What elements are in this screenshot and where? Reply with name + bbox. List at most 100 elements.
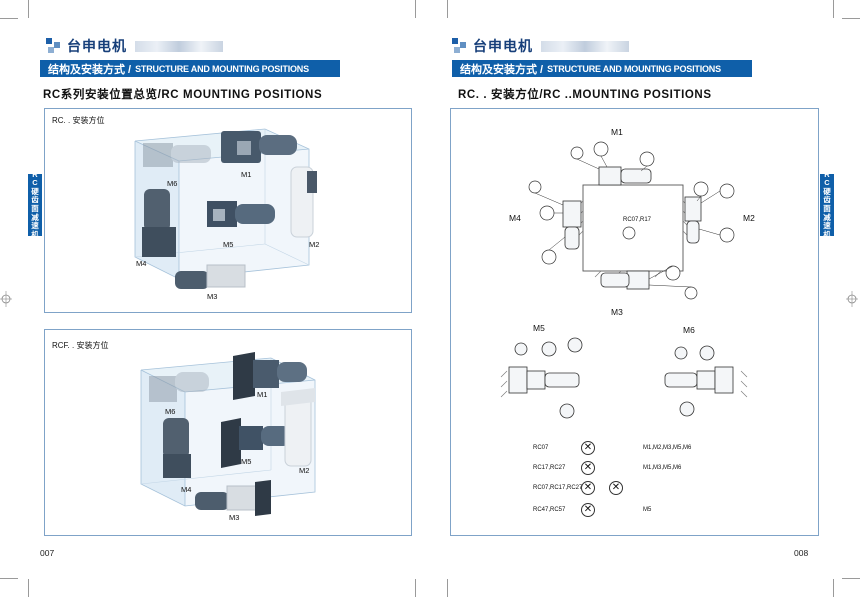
position-label-m6: M6 bbox=[683, 325, 695, 335]
mounting-panel-rcf: RCF. . 安装方位 bbox=[44, 329, 412, 536]
gearmotor-m6 bbox=[149, 372, 209, 402]
gearmotor-m5-detail bbox=[508, 337, 583, 419]
crop-mark bbox=[447, 579, 448, 597]
crop-mark bbox=[28, 0, 29, 18]
page-subtitle: RC系列安装位置总览/RC MOUNTING POSITIONS bbox=[43, 89, 323, 101]
crossed-indicator-icon: ✕ bbox=[581, 503, 595, 517]
position-indicator-icon bbox=[570, 146, 584, 160]
position-indicator-icon bbox=[719, 227, 735, 243]
brand-header: 台申电机 bbox=[46, 36, 223, 56]
position-label-m4: M4 bbox=[181, 485, 191, 494]
gearmotor-m6-detail bbox=[664, 345, 734, 417]
right-page: 台申电机 结构及安装方式 / STRUCTURE AND MOUNTING PO… bbox=[430, 0, 860, 597]
brand-logo-icon bbox=[452, 38, 468, 54]
crop-mark bbox=[842, 578, 860, 579]
section-title-cn: 结构及安装方式 / bbox=[460, 63, 544, 76]
section-title-en: STRUCTURE AND MOUNTING POSITIONS bbox=[547, 63, 721, 74]
gearmotor-m1 bbox=[233, 352, 307, 400]
legend-row: RC07 ✕ M1,M2,M3,M5,M6 bbox=[533, 441, 773, 461]
gearmotor-m2 bbox=[290, 166, 317, 238]
position-indicator-icon bbox=[539, 205, 555, 221]
position-label-m3: M3 bbox=[229, 513, 239, 522]
left-page: 台申电机 结构及安装方式 / STRUCTURE AND MOUNTING PO… bbox=[28, 36, 412, 558]
mounting-cube-illustration: M1 M6 M2 M5 M4 M3 bbox=[134, 128, 319, 301]
gearmotor-m6 bbox=[143, 143, 211, 167]
position-label-m2: M2 bbox=[299, 466, 309, 475]
gearmotor-m4 bbox=[562, 200, 582, 228]
brand-name: 台申电机 bbox=[67, 38, 127, 54]
position-indicator-icon bbox=[665, 265, 681, 281]
legend-model: RC17,RC27 bbox=[533, 465, 566, 471]
mounting-reference-square bbox=[582, 184, 684, 272]
brand-strip bbox=[541, 40, 629, 52]
position-indicator-icon bbox=[639, 151, 655, 167]
crop-mark bbox=[0, 578, 18, 579]
position-label-m2: M2 bbox=[743, 213, 755, 223]
page-number: 008 bbox=[794, 548, 809, 558]
position-indicator-icon bbox=[719, 183, 735, 199]
legend-positions: M1,M3,M5,M6 bbox=[643, 465, 682, 471]
crop-mark bbox=[447, 0, 448, 18]
position-label-m2: M2 bbox=[309, 240, 319, 249]
gearmotor-m3 bbox=[175, 264, 246, 289]
legend-model: RC07 bbox=[533, 445, 549, 451]
position-label-m3: M3 bbox=[611, 307, 623, 317]
crop-mark bbox=[833, 579, 834, 597]
gearmotor-m1 bbox=[598, 166, 622, 186]
legend-positions: M1,M2,M3,M5,M6 bbox=[643, 445, 692, 451]
gearmotor-m5 bbox=[221, 418, 291, 468]
legend-positions: M5 bbox=[643, 507, 652, 513]
position-indicator-icon bbox=[541, 249, 557, 265]
position-indicator-icon bbox=[593, 141, 609, 157]
gearmotor-m5 bbox=[207, 201, 275, 227]
legend-model: RC07,RC17,RC27 bbox=[533, 485, 583, 491]
position-indicator-icon bbox=[684, 286, 698, 300]
legend-row: RC47,RC57 ✕ M5 bbox=[533, 503, 773, 523]
crossed-indicator-icon: ✕ bbox=[581, 441, 595, 455]
crossed-indicator-icon: ✕ bbox=[581, 461, 595, 475]
legend-row: RC17,RC27 ✕ M1,M3,M5,M6 bbox=[533, 461, 773, 481]
crossed-indicator-icon: ✕ bbox=[609, 481, 623, 495]
gearmotor-m1 bbox=[221, 131, 297, 163]
position-label-m5: M5 bbox=[241, 457, 251, 466]
crop-mark bbox=[842, 18, 860, 19]
position-label-m1: M1 bbox=[611, 127, 623, 137]
page-subtitle: RC. . 安装方位/RC ..MOUNTING POSITIONS bbox=[458, 89, 712, 101]
crop-mark bbox=[28, 579, 29, 597]
brand-logo-icon bbox=[46, 38, 62, 54]
gearmotor-m3 bbox=[626, 270, 650, 290]
position-indicator-icon bbox=[693, 181, 709, 197]
gearmotor-m2 bbox=[684, 196, 702, 222]
registration-mark bbox=[846, 291, 858, 307]
mounting-positions-diagram: RC07,R17 M1 M4 M2 M3 M5 M6 bbox=[500, 127, 755, 419]
section-title-en: STRUCTURE AND MOUNTING POSITIONS bbox=[135, 63, 309, 74]
section-title-bar: 结构及安装方式 / STRUCTURE AND MOUNTING POSITIO… bbox=[452, 60, 752, 77]
mounting-diagram-panel: RC07,R17 M1 M4 M2 M3 M5 M6 bbox=[450, 108, 819, 536]
gearmotor-m2 bbox=[281, 388, 315, 467]
gearmotor-m4 bbox=[142, 189, 176, 257]
panel-label: RCF. . 安装方位 bbox=[52, 341, 109, 350]
brand-strip bbox=[135, 40, 223, 52]
mounting-panel-rc: RC. . 安装方位 bbox=[44, 108, 412, 313]
crop-mark bbox=[415, 579, 416, 597]
legend-model: RC47,RC57 bbox=[533, 507, 566, 513]
panel-label: RC. . 安装方位 bbox=[52, 116, 105, 125]
registration-mark bbox=[0, 291, 12, 307]
center-model-label: RC07,R17 bbox=[623, 217, 652, 223]
section-title-bar: 结构及安装方式 / STRUCTURE AND MOUNTING POSITIO… bbox=[40, 60, 340, 77]
position-label-m5: M5 bbox=[223, 240, 233, 249]
gearmotor-m3 bbox=[195, 480, 271, 516]
legend-row: RC07,RC17,RC27 ✕ ✕ bbox=[533, 481, 773, 501]
brand-name: 台申电机 bbox=[473, 38, 533, 54]
position-label-m3: M3 bbox=[207, 292, 217, 301]
crop-mark bbox=[415, 0, 416, 18]
section-title-cn: 结构及安装方式 / bbox=[48, 63, 132, 76]
position-label-m6: M6 bbox=[165, 407, 175, 416]
position-label-m1: M1 bbox=[257, 390, 267, 399]
page-number: 007 bbox=[40, 548, 55, 558]
position-indicator-icon bbox=[622, 226, 636, 240]
position-label-m4: M4 bbox=[136, 259, 146, 268]
position-label-m6: M6 bbox=[167, 179, 177, 188]
